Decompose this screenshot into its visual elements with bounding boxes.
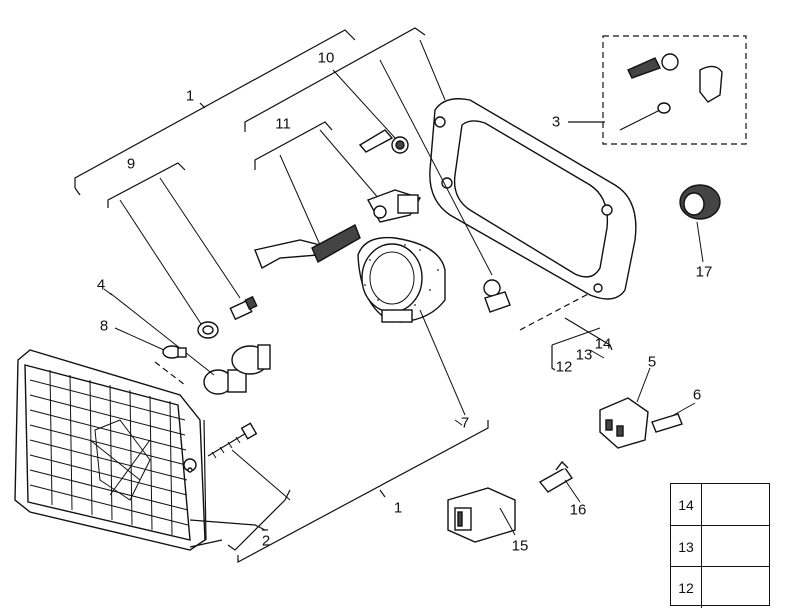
- small-bulb: [114, 327, 187, 386]
- legend-number: 13: [671, 526, 702, 567]
- bulb-holder-pieces: [197, 295, 258, 339]
- callout-5: 5: [647, 353, 657, 371]
- legend-icon-cell: [702, 567, 770, 608]
- terminal-6: [651, 402, 696, 433]
- connector-15: [447, 487, 516, 543]
- callout-13: 13: [575, 346, 593, 364]
- callout-9: 9: [126, 155, 136, 173]
- callout-8: 8: [99, 317, 109, 335]
- legend-row-14: 14: [671, 484, 769, 525]
- callout-2: 2: [261, 532, 271, 550]
- bracket-frame-top: [244, 27, 426, 170]
- callout-14: 14: [594, 335, 612, 353]
- legend-icon-cell: [702, 484, 770, 525]
- grommet: [679, 184, 721, 263]
- bracket-1-bottom: [237, 420, 489, 564]
- headlamp-lens: [14, 349, 223, 551]
- callout-6: 6: [692, 386, 702, 404]
- bracket-2: [189, 489, 291, 551]
- kit-3-box: [568, 35, 747, 145]
- legend-number: 14: [671, 484, 702, 525]
- mounting-frame: [379, 39, 637, 300]
- callout-1-top: 1: [185, 87, 195, 105]
- bracket-9: [107, 162, 241, 331]
- main-bulb: [109, 292, 271, 395]
- callout-10: 10: [317, 49, 335, 67]
- callout-17: 17: [695, 263, 713, 281]
- adjuster-lever: [254, 129, 381, 270]
- leader-lines: [103, 288, 605, 426]
- bolt-leader: [519, 292, 613, 371]
- adjuster-screw: [207, 422, 291, 501]
- callout-11: 11: [275, 115, 291, 133]
- bulb-cover: [357, 236, 466, 416]
- callout-1-bottom: 1: [393, 499, 403, 517]
- callout-12: 12: [555, 358, 573, 376]
- clip-10: [332, 69, 409, 154]
- callout-3: 3: [551, 113, 561, 131]
- connector-5: [599, 367, 651, 449]
- frame-clip: [483, 279, 511, 313]
- legend-row-13: 13: [671, 525, 769, 567]
- legend-number: 12: [671, 567, 702, 608]
- pivot-bracket: [366, 189, 422, 223]
- fastener-legend: 14 13 12: [670, 483, 770, 608]
- terminal-16: [538, 460, 581, 503]
- legend-row-12: 12: [671, 566, 769, 608]
- callout-7: 7: [460, 414, 470, 432]
- callout-15: 15: [511, 537, 529, 555]
- legend-icon-cell: [702, 526, 770, 567]
- bracket-1-top: [74, 29, 356, 196]
- callout-16: 16: [569, 501, 587, 519]
- callout-4: 4: [96, 276, 106, 294]
